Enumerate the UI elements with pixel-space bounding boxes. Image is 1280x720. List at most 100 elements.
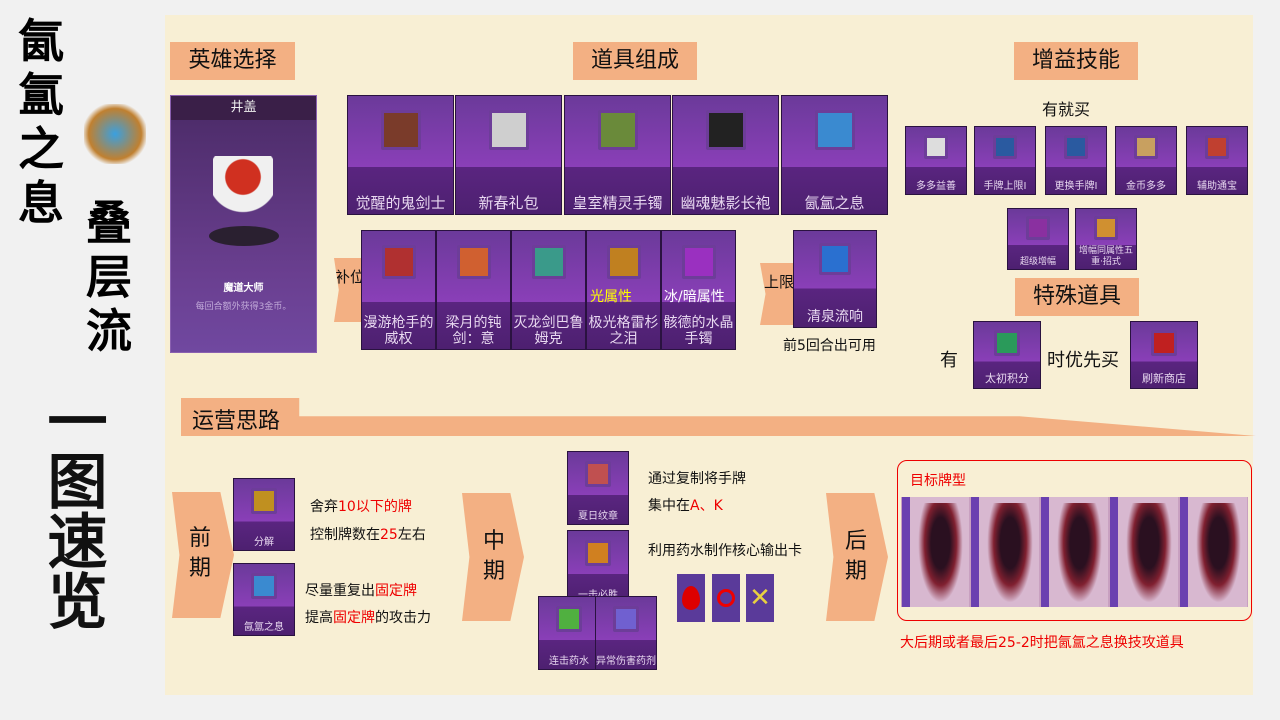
item-label: 连击药水 [549, 655, 589, 667]
item-card[interactable]: 太初积分 [973, 321, 1041, 389]
mid-arrow: 中期 [462, 493, 524, 621]
t: 控制牌数在 [310, 527, 380, 543]
early-text-3: 尽量重复出固定牌 [305, 580, 417, 600]
target-card [1110, 497, 1178, 607]
item-card[interactable]: 异常伤害药剂 [595, 596, 657, 670]
item-card[interactable]: 梁月的钝剑：意 [436, 230, 511, 350]
item-card[interactable]: 幽魂魅影长袍 [672, 95, 779, 215]
hero-desc: 每回合额外获得3金币。 [195, 302, 292, 312]
overview-title: 一图速览 [37, 390, 107, 630]
item-card[interactable]: 灭龙剑巴鲁姆克 [511, 230, 586, 350]
item-icon [1134, 135, 1158, 159]
item-card[interactable]: 金币多多 [1115, 126, 1177, 195]
t-red: A、K [690, 498, 723, 514]
target-card [971, 497, 1039, 607]
item-label: 增幅同属性五重·招式 [1078, 246, 1133, 267]
item-label: 皇室精灵手镯 [572, 193, 663, 212]
item-label: 灭龙剑巴鲁姆克 [513, 314, 584, 347]
item-icon [531, 245, 566, 279]
t-red: 固定牌 [333, 610, 375, 626]
item-card[interactable]: 骸德的水晶手镯 [661, 230, 736, 350]
item-label: 手牌上限Ⅰ [983, 180, 1027, 192]
item-card[interactable]: 极光格雷杉之泪 [586, 230, 661, 350]
early-text-2: 控制牌数在25左右 [310, 524, 426, 544]
early-arrow: 前期 [172, 492, 234, 618]
header-special: 特殊道具 [1015, 278, 1139, 316]
header-hero: 英雄选择 [170, 42, 295, 80]
hero-skill: 魔道大师 [223, 283, 264, 294]
item-label: 多多益善 [916, 180, 956, 192]
hero-card[interactable]: 井盖 魔道大师 每回合额外获得3金币。 [170, 95, 317, 353]
item-label: 梁月的钝剑：意 [445, 314, 502, 347]
item-icon [1064, 135, 1088, 159]
breath-icon [84, 104, 146, 164]
item-icon [814, 110, 855, 150]
item-card[interactable]: 增幅同属性五重·招式 [1075, 208, 1137, 270]
item-label: 一击必胜 [578, 589, 618, 601]
item-card[interactable]: 觉醒的鬼剑士 [347, 95, 454, 215]
item-label: 清泉流响 [807, 308, 863, 325]
header-ops: 运营思路 [192, 409, 281, 434]
item-card[interactable]: 清泉流响 [793, 230, 877, 328]
target-deck-box: 目标牌型 [897, 460, 1252, 621]
t-red: 25 [380, 527, 398, 543]
item-card[interactable]: 新春礼包 [455, 95, 562, 215]
header-items: 道具组成 [573, 42, 697, 80]
t: 左右 [397, 527, 426, 543]
target-card [1179, 497, 1248, 607]
item-label: 极光格雷杉之泪 [588, 314, 659, 347]
item-icon [488, 110, 529, 150]
item-icon [1151, 330, 1177, 356]
item-card[interactable]: 辅助通宝 [1186, 126, 1248, 195]
item-label: 分解 [254, 536, 274, 548]
item-icon [456, 245, 491, 279]
item-label: 异常伤害药剂 [596, 655, 656, 667]
item-card[interactable]: 漫游枪手的威权 [361, 230, 436, 350]
item-icon [251, 573, 277, 599]
card-figure [1056, 503, 1103, 603]
item-label: 漫游枪手的威权 [363, 314, 434, 347]
card-figure [1195, 503, 1242, 603]
item-label: 骸德的水晶手镯 [663, 314, 734, 347]
item-card[interactable]: 刷新商店 [1130, 321, 1198, 389]
card-figure [918, 503, 964, 603]
late-arrow: 后期 [826, 493, 888, 621]
target-card [902, 497, 970, 607]
attr-ice: 冰/暗属性 [664, 289, 725, 305]
item-icon [606, 245, 641, 279]
item-label: 幽魂魅影长袍 [680, 193, 771, 212]
crosshair-icon [712, 574, 740, 622]
early-text-1: 舍弃10以下的牌 [310, 496, 412, 516]
item-card[interactable]: 氤氲之息 [233, 563, 295, 636]
cap-note: 前5回合出可用 [783, 338, 876, 354]
item-icon [1026, 216, 1050, 240]
item-label: 氤氲之息 [244, 621, 284, 633]
item-icon [819, 243, 851, 275]
item-card[interactable]: 分解 [233, 478, 295, 551]
item-icon [251, 488, 277, 514]
item-label: 刷新商店 [1142, 372, 1186, 386]
t-red: 固定牌 [375, 583, 417, 599]
item-card[interactable]: 多多益善 [905, 126, 967, 195]
item-label: 夏日纹章 [578, 510, 618, 522]
t: 集中在 [648, 498, 690, 514]
target-card [1040, 497, 1109, 607]
item-card[interactable]: 连击药水 [538, 596, 600, 670]
item-card[interactable]: 夏日纹章 [567, 451, 629, 525]
item-card[interactable]: 氤氲之息 [781, 95, 888, 215]
mid-text-1: 通过复制将手牌 [648, 471, 746, 487]
item-label: 氤氲之息 [804, 193, 865, 212]
item-card[interactable]: 一击必胜 [567, 530, 629, 604]
hero-portrait [213, 156, 273, 226]
item-icon [381, 245, 416, 279]
item-card[interactable]: 皇室精灵手镯 [564, 95, 671, 215]
item-label: 更换手牌Ⅰ [1054, 180, 1098, 192]
t: 的攻击力 [375, 610, 431, 626]
item-card[interactable]: 超级增幅 [1007, 208, 1069, 270]
item-card[interactable]: 更换手牌Ⅰ [1045, 126, 1107, 195]
special-mid: 时优先买 [1047, 350, 1119, 371]
item-card[interactable]: 手牌上限Ⅰ [974, 126, 1036, 195]
item-icon [1205, 135, 1229, 159]
item-icon [597, 110, 638, 150]
item-icon [681, 245, 716, 279]
